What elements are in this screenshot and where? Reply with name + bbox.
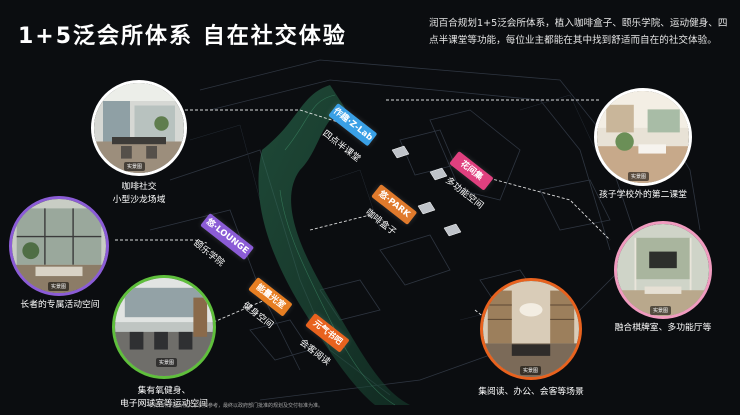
gym-photo xyxy=(112,275,216,379)
gym-photo-chip: 实景图 xyxy=(156,358,178,367)
reading-room-image xyxy=(483,281,579,377)
gym-caption: 集有氧健身、 电子网球室等运动空间 xyxy=(110,385,218,411)
gym-caption-line1: 集有氧健身、 xyxy=(137,386,191,396)
gym-caption-line2: 电子网球室等运动空间 xyxy=(120,399,208,409)
coffee-lounge-image xyxy=(94,83,184,173)
coffee-lounge-photo xyxy=(91,80,187,176)
coffee-caption-line1: 咖啡社交 xyxy=(121,182,157,192)
footnote: 本资料所示图片及文字仅供参考，最终以政府部门批准的规划及交付标准为准。 xyxy=(148,403,324,409)
coffee-caption-line2: 小型沙龙场域 xyxy=(112,195,166,205)
chess-room-photo xyxy=(614,221,712,319)
chess-room-image xyxy=(617,224,709,316)
intro-text: 润百合规划1+5泛会所体系，植入咖啡盒子、颐乐学院、运动健身、四点半课堂等功能，… xyxy=(429,18,728,46)
elder-space-photo xyxy=(9,196,109,296)
kids-classroom-image xyxy=(597,91,689,183)
coffee-photo-chip: 实景图 xyxy=(124,162,146,171)
kids-caption: 孩子学校外的第二课堂 xyxy=(588,189,698,202)
chess-caption: 融合棋牌室、多功能厅等 xyxy=(602,322,724,335)
elder-photo-chip: 实景图 xyxy=(48,282,70,291)
reading-caption: 集阅读、办公、会客等场景 xyxy=(466,386,596,399)
elder-caption-line1: 长者的专属活动空间 xyxy=(20,300,100,310)
kids-photo-chip: 实景图 xyxy=(628,172,650,181)
reading-caption-line1: 集阅读、办公、会客等场景 xyxy=(478,387,584,397)
elder-caption: 长者的专属活动空间 xyxy=(0,299,120,312)
reading-photo-chip: 实景图 xyxy=(520,366,542,375)
chess-caption-line1: 融合棋牌室、多功能厅等 xyxy=(614,323,712,333)
chess-photo-chip: 实景图 xyxy=(650,306,672,315)
coffee-caption: 咖啡社交 小型沙龙场域 xyxy=(89,181,189,207)
elder-space-image xyxy=(12,199,106,293)
kids-caption-line1: 孩子学校外的第二课堂 xyxy=(599,190,687,200)
page-title: 1+5泛会所体系 自在社交体验 xyxy=(18,24,347,49)
reading-room-photo xyxy=(480,278,582,380)
